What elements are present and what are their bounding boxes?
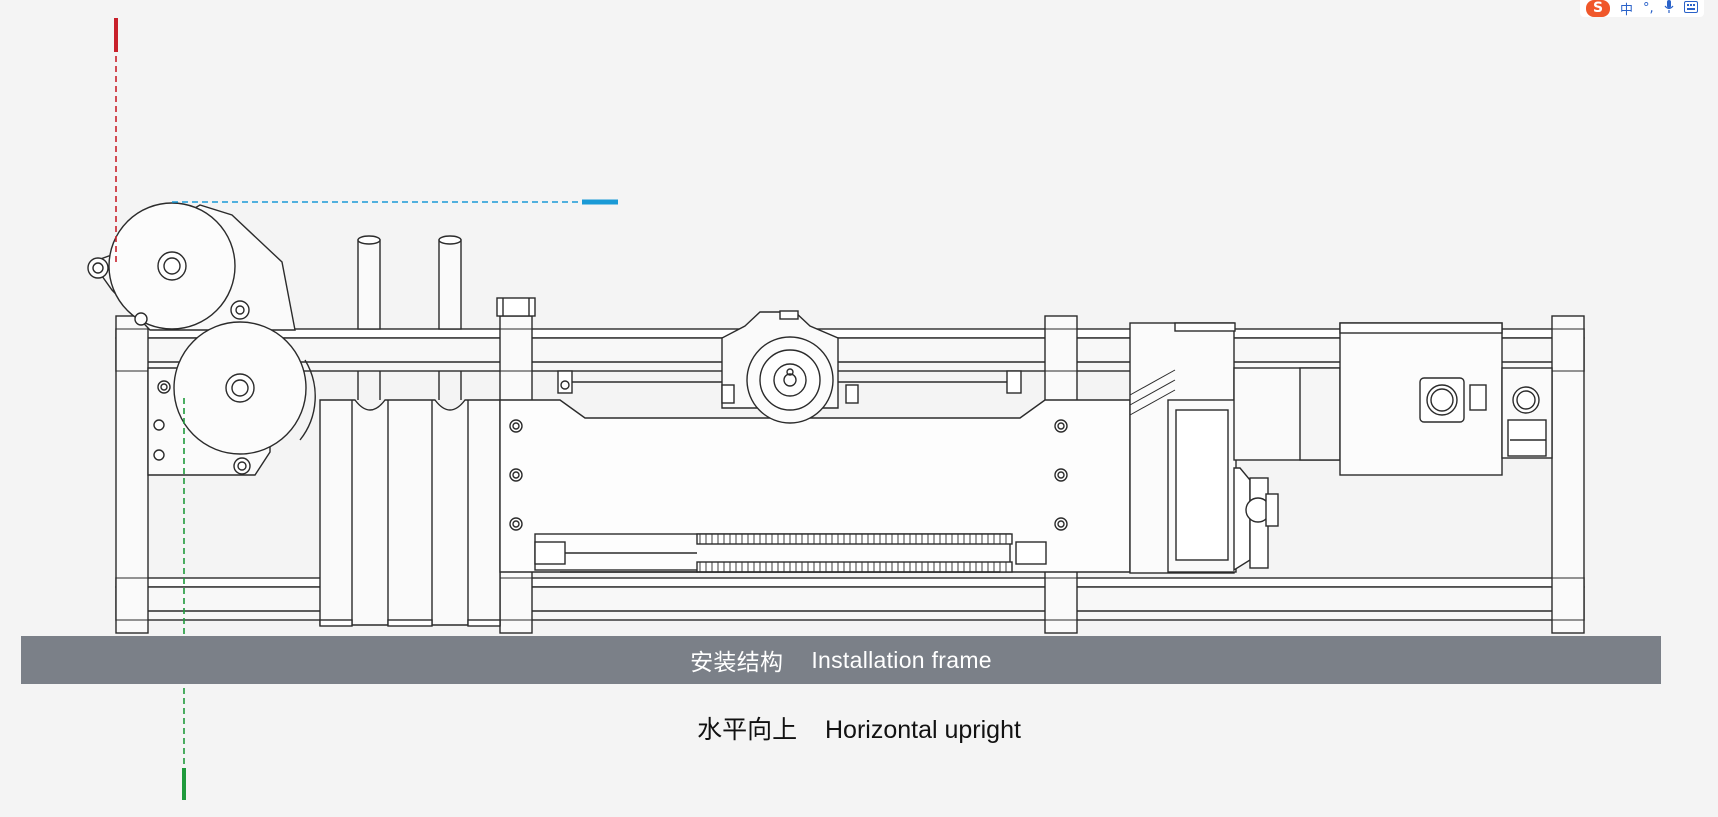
orientation-caption: 水平向上 Horizontal upright: [0, 710, 1718, 746]
band-label-en: Installation frame: [811, 646, 992, 673]
motor-assembly: [1129, 322, 1553, 574]
pulley-assembly: [87, 202, 316, 476]
drive-wheel: [721, 310, 859, 424]
vertical-rods: [357, 235, 462, 400]
microphone-icon[interactable]: [1664, 0, 1674, 17]
keyboard-icon[interactable]: [1683, 0, 1698, 17]
ime-toolbar[interactable]: S 中 °,: [1580, 0, 1704, 18]
ime-logo-icon[interactable]: S: [1586, 0, 1610, 17]
installation-frame-band: 安装结构 Installation frame: [21, 636, 1661, 684]
ime-punct-toggle[interactable]: °,: [1643, 1, 1654, 16]
lead-screw: [534, 533, 1047, 573]
caption-cn: 水平向上: [697, 716, 798, 744]
band-label-cn: 安装结构: [690, 649, 784, 675]
ime-mode-toggle[interactable]: 中: [1620, 3, 1634, 18]
corrugated-block: [319, 399, 501, 627]
caption-en: Horizontal upright: [824, 716, 1021, 744]
reference-guides: [114, 18, 618, 800]
